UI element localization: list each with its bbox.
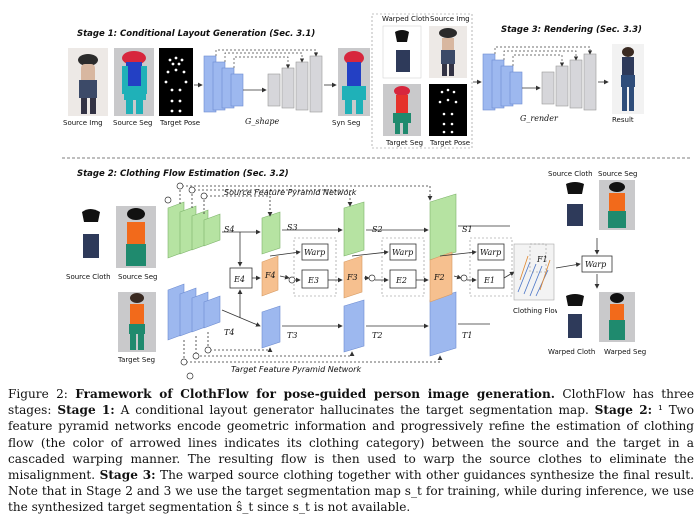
source-feature-s1	[429, 193, 457, 261]
flow-arrows	[237, 232, 515, 318]
label-e4: E4	[233, 275, 245, 284]
stage3-target-seg	[383, 84, 421, 136]
label-t1: T1	[462, 331, 472, 340]
caption-stage1: Stage 1:	[57, 403, 115, 418]
stage3-target-seg-label: Target Seg	[385, 139, 423, 147]
framework-figure: Stage 1: Conditional Layout Generation (…	[62, 13, 692, 380]
warped-seg-out	[599, 292, 635, 342]
stage2-target-seg	[118, 292, 156, 352]
label-t3: T3	[287, 331, 297, 340]
label-e1: E1	[483, 276, 495, 285]
label-s3: S3	[287, 223, 298, 232]
caption-body-2: A conditional layout generator hallucina…	[114, 403, 595, 418]
label-warp-final: Warp	[585, 260, 606, 269]
flow-feature-f3	[343, 255, 363, 299]
stage3-generator-label: G_render	[520, 114, 559, 123]
stage3-target-pose-label: Target Pose	[429, 139, 470, 147]
label-t4: T4	[224, 328, 234, 337]
stage1-generator	[194, 49, 337, 113]
stage1-source-img	[68, 48, 108, 116]
warp-block-2	[381, 237, 425, 297]
stage1-syn-seg	[338, 48, 370, 116]
out-source-seg	[599, 180, 635, 230]
flow-feature-f4	[261, 255, 279, 297]
warp-block-3	[293, 237, 337, 297]
flow-feature-f2	[429, 251, 453, 303]
source-fpn-label: Source Feature Pyramid Network	[224, 188, 357, 197]
stage2-source-cloth	[72, 206, 110, 268]
label-warp-1: Warp	[480, 248, 501, 257]
stage2-source-seg	[116, 206, 156, 268]
label-s2: S2	[372, 225, 383, 234]
target-feature-t2	[343, 299, 365, 353]
stage2-title: Stage 2: Clothing Flow Estimation (Sec. …	[77, 169, 289, 179]
warped-cloth-out	[557, 292, 593, 342]
caption-title: Framework of ClothFlow for pose-guided p…	[75, 387, 556, 401]
refine-block-e1	[477, 269, 505, 289]
final-warp-block	[581, 255, 613, 273]
stage2-source-cloth-label: Source Cloth	[66, 273, 111, 281]
label-f1: F1	[536, 255, 548, 264]
stage2-target-seg-label: Target Seg	[117, 356, 155, 364]
caption-body-3: ¹ Two feature pyramid networks encode ge…	[8, 403, 694, 483]
label-e2: E2	[395, 276, 407, 285]
label-warp-3: Warp	[304, 248, 325, 257]
stage3-result-label: Result	[612, 116, 634, 124]
label-f2: F2	[433, 273, 445, 282]
final-arrows	[555, 238, 600, 289]
pyramid-connections	[179, 185, 510, 363]
caption-stage3: Stage 3:	[99, 468, 156, 483]
stage1-generator-label: G_shape	[245, 117, 280, 126]
stage3-source-img	[429, 26, 467, 78]
target-feature-t3	[261, 305, 281, 349]
label-s4: S4	[224, 225, 235, 234]
stage1-source-img-label: Source Img	[63, 119, 103, 127]
stage3-inputs-box	[371, 13, 473, 149]
caption-stage2: Stage 2:	[594, 403, 653, 418]
stage1-title: Stage 1: Conditional Layout Generation (…	[77, 29, 315, 39]
stage1-source-seg	[114, 48, 154, 116]
out-source-cloth	[557, 180, 593, 230]
source-encoder	[167, 201, 221, 259]
refine-block-e2	[389, 269, 417, 289]
source-feature-s2	[343, 201, 365, 257]
source-feature-s3	[261, 211, 281, 255]
label-t2: T2	[372, 331, 382, 340]
label-s1: S1	[462, 225, 473, 234]
out-source-seg-label: Source Seg	[598, 170, 637, 178]
clothing-flow-map	[513, 243, 555, 301]
clothing-flow-label: Clothing Flow	[513, 307, 561, 315]
stage2-source-seg-label: Source Seg	[118, 273, 157, 281]
stage3-title: Stage 3: Rendering (Sec. 3.3)	[501, 25, 642, 35]
warped-cloth-label: Warped Cloth	[548, 348, 595, 356]
warped-seg-label: Warped Seg	[604, 348, 646, 356]
target-encoder	[167, 283, 221, 341]
warp-block-1	[469, 237, 513, 297]
label-f3: F3	[346, 273, 358, 282]
stage3-source-img-label: Source Img	[430, 15, 470, 23]
plus-circle-icons	[164, 182, 468, 380]
label-e3: E3	[307, 276, 319, 285]
figure-caption: Figure 2: Framework of ClothFlow for pos…	[8, 386, 694, 516]
stage3-generator	[473, 46, 609, 111]
caption-label: Figure 2:	[8, 387, 68, 401]
label-warp-2: Warp	[392, 248, 413, 257]
caption-body-1: ClothFlow has three stages:	[8, 387, 694, 418]
stage1-source-seg-label: Source Seg	[113, 119, 152, 127]
stage3-warped-cloth-label: Warped Cloth	[382, 15, 429, 23]
refine-block-e3	[301, 269, 329, 289]
target-feature-t1	[429, 291, 457, 357]
stage1-target-pose	[159, 48, 193, 116]
stage1-target-pose-label: Target Pose	[159, 119, 200, 127]
stage1-syn-seg-label: Syn Seg	[332, 119, 360, 127]
label-f4: F4	[264, 271, 276, 280]
target-fpn-label: Target Feature Pyramid Network	[231, 365, 361, 374]
out-source-cloth-label: Source Cloth	[548, 170, 593, 178]
stage3-target-pose	[429, 84, 467, 136]
stage3-result	[612, 44, 644, 114]
stage3-warped-cloth	[382, 25, 422, 79]
